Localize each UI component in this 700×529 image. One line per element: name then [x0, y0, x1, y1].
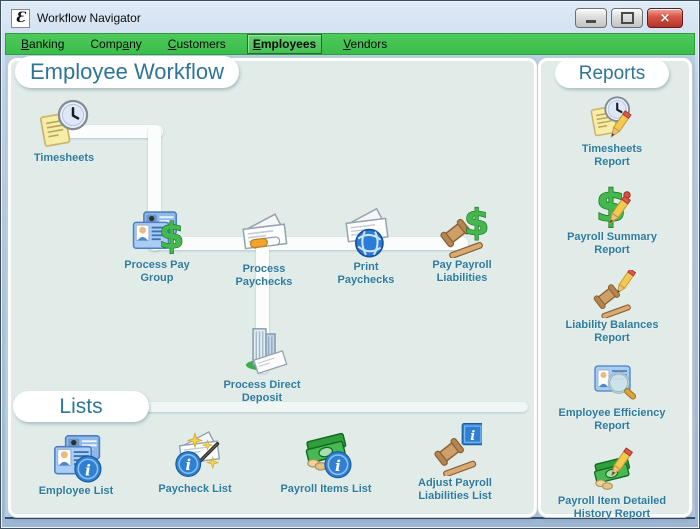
- money-stack-info-icon: [303, 432, 352, 479]
- connector-line: [59, 125, 163, 138]
- report-item-timesheets-report[interactable]: Timesheets Report: [582, 94, 642, 169]
- workflow-item-pay-payroll-liabilities[interactable]: Pay Payroll Liabilities: [404, 204, 520, 285]
- reports-title: Reports: [555, 59, 669, 88]
- gavel-pencil-icon: [592, 269, 636, 318]
- dollar-pencil-icon: [595, 181, 631, 230]
- workflow-item-label: Process Paychecks: [235, 263, 293, 288]
- list-item-label: Paycheck List: [158, 483, 232, 495]
- menu-label: endors: [350, 37, 388, 51]
- menu-label: C: [167, 37, 177, 51]
- workflow-item-timesheets[interactable]: Timesheets: [8, 97, 120, 165]
- menu-label: E: [252, 37, 261, 51]
- lists-divider-line: [136, 402, 528, 412]
- report-item-payroll-summary-report[interactable]: Payroll Summary Report: [567, 181, 657, 257]
- close-button[interactable]: ×: [647, 8, 683, 28]
- maximize-icon: [620, 12, 634, 24]
- minimize-button[interactable]: [575, 8, 607, 28]
- gavel-info-icon: [433, 423, 482, 476]
- menu-label: anking: [29, 37, 65, 51]
- employee-cards-info-icon: [53, 434, 102, 483]
- workflow-item-label: Pay Payroll Liabilities: [432, 259, 492, 284]
- menu-item-customers[interactable]: Customers: [163, 35, 231, 53]
- report-item-liability-balances-report[interactable]: Liability Balances Report: [565, 269, 659, 345]
- timesheet-clock-icon: [39, 99, 89, 148]
- maximize-button[interactable]: [611, 8, 643, 28]
- menu-item-vendors[interactable]: Vendors: [338, 35, 392, 53]
- app-icon: Ɛ: [11, 8, 30, 28]
- workflow-item-label: Process Direct Deposit: [223, 379, 301, 404]
- lists-title: Lists: [13, 391, 149, 422]
- card-magnifier-icon: [594, 365, 636, 402]
- employee-workflow-title: Employee Workflow: [15, 56, 239, 88]
- paychecks-globe-icon: [345, 208, 389, 258]
- workflow-item-process-paychecks[interactable]: Process Paychecks: [208, 208, 320, 289]
- workflow-item-process-pay-group[interactable]: Process Pay Group: [101, 204, 213, 285]
- menu-label: ny: [129, 37, 142, 51]
- list-item-label: Payroll Items List: [280, 483, 372, 495]
- paycheck-wand-info-icon: [175, 431, 221, 478]
- report-item-label: Payroll Item Detailed History Report: [557, 494, 667, 520]
- workflow-item-process-direct-deposit[interactable]: Process Direct Deposit: [202, 324, 322, 405]
- menu-item-employees[interactable]: Employees: [246, 34, 323, 54]
- gavel-dollar-icon: [439, 204, 489, 258]
- menu-label: Comp: [90, 37, 123, 51]
- employee-cards-dollar-icon: [132, 211, 184, 258]
- timesheet-pencil-icon: [590, 96, 632, 140]
- menu-label: V: [343, 37, 351, 51]
- list-item-label: Employee List: [38, 485, 114, 497]
- report-item-employee-efficiency-report[interactable]: Employee Efficiency Report: [559, 358, 666, 433]
- report-item-payroll-item-detailed-history-report[interactable]: Payroll Item Detailed History Report: [558, 446, 666, 521]
- menu-label: a: [122, 37, 130, 51]
- list-item-label: Adjust Payroll Liabilities List: [418, 477, 492, 502]
- report-item-label: Timesheets Report: [581, 143, 643, 168]
- title-bar[interactable]: Ɛ Workflow Navigator ×: [3, 3, 697, 33]
- menu-label: mployees: [260, 37, 317, 51]
- menu-bar: Banking Company Customers Employees Vend…: [5, 33, 695, 55]
- workflow-item-label: Process Pay Group: [124, 259, 190, 284]
- list-item-payroll-items-list[interactable]: Payroll Items List: [261, 428, 391, 496]
- list-item-adjust-payroll-liabilities-list[interactable]: Adjust Payroll Liabilities List: [394, 422, 516, 503]
- menu-label: ustomers: [176, 37, 226, 51]
- reports-list: Timesheets Report Payroll Summary Report…: [538, 94, 686, 521]
- close-icon: ×: [659, 10, 671, 26]
- money-pencil-icon: [592, 447, 633, 490]
- content-area: Employee Workflow Lists Reports Timeshee…: [5, 55, 695, 521]
- bank-building-check-icon: [245, 328, 288, 375]
- paychecks-pen-icon: [242, 213, 288, 250]
- report-item-label: Payroll Summary Report: [567, 230, 657, 256]
- window-title: Workflow Navigator: [37, 11, 141, 25]
- menu-label: B: [21, 37, 30, 51]
- menu-item-banking[interactable]: Banking: [16, 35, 69, 53]
- connector-line: [148, 237, 468, 250]
- workflow-item-label: Timesheets: [33, 152, 95, 164]
- report-item-label: Liability Balances Report: [565, 318, 659, 344]
- report-item-label: Employee Efficiency Report: [558, 406, 666, 432]
- menu-item-company[interactable]: Company: [85, 35, 146, 53]
- workflow-item-label: Print Paychecks: [337, 261, 395, 286]
- minimize-icon: [586, 20, 596, 23]
- list-item-employee-list[interactable]: Employee List: [19, 430, 133, 498]
- list-item-paycheck-list[interactable]: Paycheck List: [136, 428, 254, 496]
- workflow-item-print-paychecks[interactable]: Print Paychecks: [310, 206, 422, 287]
